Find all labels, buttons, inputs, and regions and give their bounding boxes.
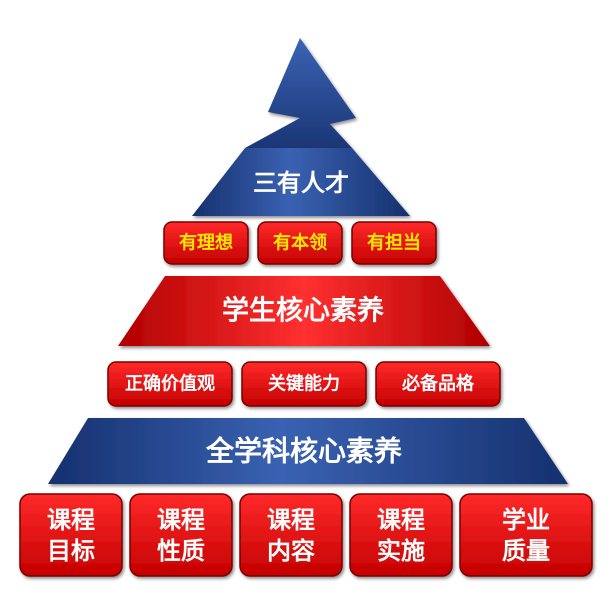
pyramid-base-band — [48, 418, 568, 484]
base-item-1: 课程 目标 — [19, 493, 123, 577]
middle-item-3-label: 必备品格 — [401, 373, 475, 395]
middle-title: 学生核心素养 — [222, 295, 384, 327]
base-item-4: 课程 实施 — [349, 493, 453, 577]
middle-item-2-label: 关键能力 — [268, 373, 340, 395]
base-item-1-line1: 课程 — [47, 506, 95, 534]
base-item-5-line1: 学业 — [502, 506, 550, 534]
base-item-5: 学业 质量 — [459, 493, 593, 577]
middle-item-2: 关键能力 — [241, 361, 367, 407]
pyramid-apex-peak — [245, 38, 356, 148]
base-item-3-line2: 内容 — [267, 537, 315, 565]
middle-item-1-label: 正确价值观 — [125, 373, 215, 395]
apex-item-1-label: 有理想 — [179, 232, 233, 254]
apex-item-3-label: 有担当 — [367, 232, 421, 254]
apex-title: 三有人才 — [253, 169, 349, 197]
apex-item-1: 有理想 — [163, 221, 249, 265]
base-item-5-line2: 质量 — [502, 537, 550, 565]
base-item-2-line1: 课程 — [157, 506, 205, 534]
base-item-1-line2: 目标 — [47, 537, 95, 565]
base-item-2: 课程 性质 — [129, 493, 233, 577]
base-title: 全学科核心素养 — [205, 435, 402, 468]
apex-item-2-label: 有本领 — [273, 232, 327, 254]
base-item-4-line1: 课程 — [377, 506, 425, 534]
apex-item-2: 有本领 — [257, 221, 343, 265]
apex-item-3: 有担当 — [351, 221, 437, 265]
middle-item-1: 正确价值观 — [107, 361, 233, 407]
pyramid-middle-band — [118, 276, 490, 346]
base-item-3-line1: 课程 — [267, 506, 315, 534]
base-item-4-line2: 实施 — [377, 537, 425, 565]
base-item-3: 课程 内容 — [239, 493, 343, 577]
pyramid-apex-band — [192, 148, 410, 216]
middle-item-3: 必备品格 — [375, 361, 501, 407]
base-item-2-line2: 性质 — [157, 537, 205, 565]
